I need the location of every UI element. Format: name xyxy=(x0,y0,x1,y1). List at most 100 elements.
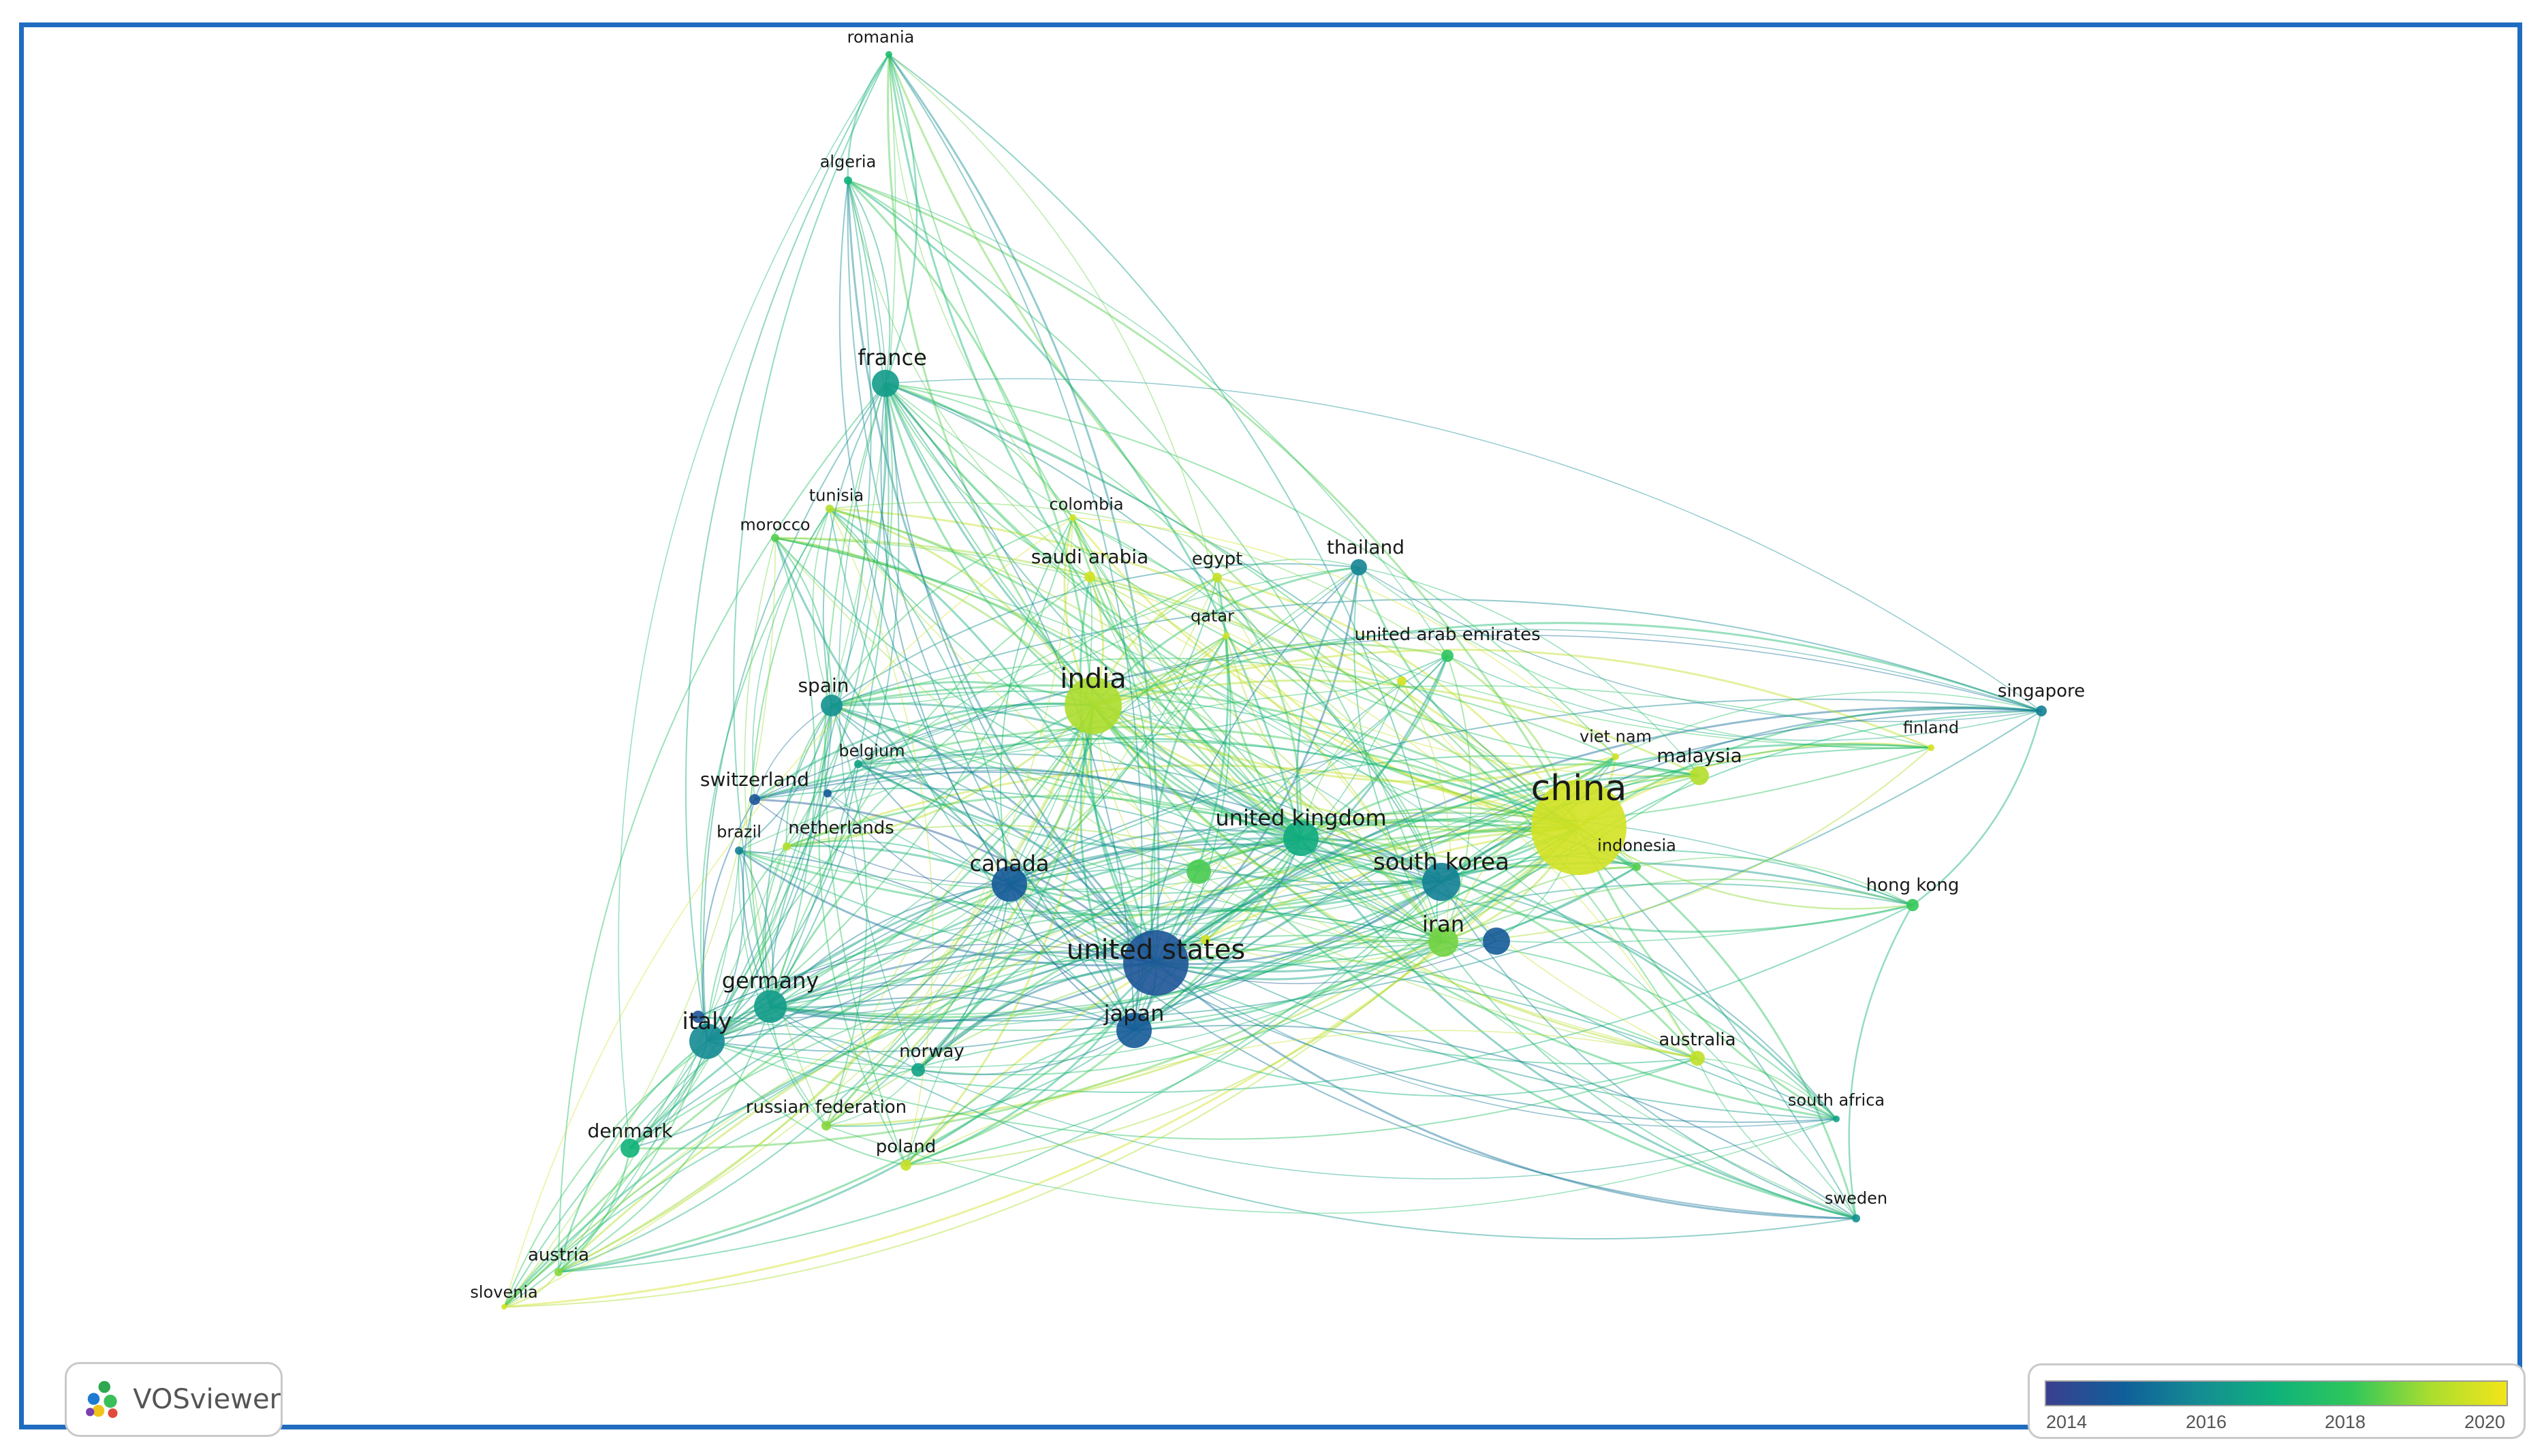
node-algeria[interactable] xyxy=(844,176,852,185)
node-saudi-arabia[interactable] xyxy=(1084,571,1095,582)
link-china-norway xyxy=(917,826,1580,1071)
link-egypt-australia xyxy=(1216,577,1698,1059)
link-united_kingdom-italy xyxy=(706,837,1302,1043)
link-italy-tunisia xyxy=(700,508,830,1042)
link-thailand-egypt xyxy=(1216,558,1360,578)
node-australia[interactable] xyxy=(1690,1051,1705,1066)
node-united-kingdom[interactable] xyxy=(1283,821,1319,856)
node-brazil[interactable] xyxy=(735,846,743,855)
node-switzerland[interactable] xyxy=(749,794,760,805)
node-spain[interactable] xyxy=(821,695,843,716)
node-austria[interactable] xyxy=(554,1268,563,1276)
node-finland[interactable] xyxy=(1928,744,1934,751)
link-india-poland xyxy=(905,705,1095,1167)
link-germany-south_korea xyxy=(770,881,1442,1022)
node-tunisia[interactable] xyxy=(826,505,834,513)
link-germany-spain xyxy=(764,705,832,1007)
node-morocco[interactable] xyxy=(771,534,779,542)
node-germany[interactable] xyxy=(754,990,787,1023)
link-india-france xyxy=(884,383,1094,707)
node-sweden[interactable] xyxy=(1852,1214,1860,1222)
node-romania[interactable] xyxy=(885,51,892,58)
node-hong-kong[interactable] xyxy=(1906,899,1919,911)
node-thailand[interactable] xyxy=(1351,559,1367,575)
node-south-africa[interactable] xyxy=(1833,1115,1840,1122)
link-china-germany xyxy=(770,826,1580,1019)
link-japan-tunisia xyxy=(829,508,1135,1031)
link-italy-switzerland xyxy=(702,799,755,1042)
link-south_korea-slovenia xyxy=(503,881,1442,1308)
node-france[interactable] xyxy=(872,370,899,397)
node-india[interactable] xyxy=(1065,677,1122,734)
link-malaysia-thailand xyxy=(1358,567,1700,776)
link-belgium-qatar xyxy=(858,635,1227,765)
label-united-kingdom: united kingdom xyxy=(1215,805,1386,831)
link-china-canada xyxy=(1009,826,1580,912)
link-india-uae xyxy=(1093,643,1448,707)
legend-tick-2014: 2014 xyxy=(2045,1412,2088,1432)
link-france-viet_nam xyxy=(885,383,1616,757)
link-italy-slovenia xyxy=(503,1041,708,1308)
link-india-finland xyxy=(1093,648,1932,749)
link-hong_kong-singapore xyxy=(1912,710,2043,906)
node-south-korea[interactable] xyxy=(1422,863,1460,901)
node-unlabeled-4[interactable] xyxy=(823,789,832,797)
node-iran[interactable] xyxy=(1428,927,1458,957)
link-iran-switzerland xyxy=(754,787,1444,943)
link-india-tunisia xyxy=(829,507,1095,706)
link-south_korea-morocco xyxy=(774,537,1442,883)
link-italy-poland xyxy=(706,1041,907,1166)
link-united_kingdom-germany xyxy=(770,837,1302,1009)
link-united_kingdom-australia xyxy=(1300,837,1699,1059)
link-germany-austria xyxy=(558,1006,771,1273)
link-india-viet_nam xyxy=(1093,704,1616,783)
node-belgium[interactable] xyxy=(854,760,862,768)
link-japan-russian_federation xyxy=(826,1030,1135,1127)
label-brazil: brazil xyxy=(717,822,761,841)
node-unlabeled-5[interactable] xyxy=(692,1011,704,1023)
node-slovenia[interactable] xyxy=(501,1304,507,1310)
node-unlabeled-3[interactable] xyxy=(1397,676,1407,686)
node-unlabeled-2[interactable] xyxy=(1201,935,1210,945)
node-china[interactable] xyxy=(1531,780,1627,875)
link-germany-algeria xyxy=(770,180,890,1007)
label-indonesia: indonesia xyxy=(1597,836,1676,855)
link-china-belgium xyxy=(858,726,1580,829)
link-china-austria xyxy=(557,826,1580,1273)
node-unlabeled-1[interactable] xyxy=(1483,928,1510,955)
link-united_kingdom-india xyxy=(1092,705,1302,840)
node-uae[interactable] xyxy=(1441,650,1454,662)
node-egypt[interactable] xyxy=(1212,573,1222,582)
node-denmark[interactable] xyxy=(621,1139,640,1158)
link-india-slovenia xyxy=(503,705,1094,1308)
node-japan[interactable] xyxy=(1116,1013,1152,1048)
vosviewer-badge[interactable]: VOSviewer xyxy=(65,1362,283,1437)
node-colombia[interactable] xyxy=(1069,514,1076,521)
node-viet-nam[interactable] xyxy=(1612,753,1619,760)
link-canada-austria xyxy=(558,883,1010,1273)
node-poland[interactable] xyxy=(900,1160,911,1171)
link-india-singapore xyxy=(1093,622,2042,712)
node-russian-federation[interactable] xyxy=(821,1121,831,1130)
node-canada[interactable] xyxy=(992,866,1027,902)
link-unlabeled-2-india xyxy=(1093,705,1206,940)
link-china-france xyxy=(884,383,1580,829)
node-indonesia[interactable] xyxy=(1633,863,1641,871)
link-france-canada xyxy=(880,383,1010,885)
node-unlabeled-0[interactable] xyxy=(1187,859,1211,884)
node-united-states[interactable] xyxy=(1123,930,1189,996)
node-netherlands[interactable] xyxy=(783,842,791,851)
link-iran-italy xyxy=(706,941,1444,1068)
link-india-sweden xyxy=(1092,705,1857,1220)
node-italy[interactable] xyxy=(689,1024,725,1059)
link-south_korea-tunisia xyxy=(829,508,1442,883)
link-united_kingdom-japan xyxy=(1133,838,1302,1032)
node-norway[interactable] xyxy=(911,1063,925,1077)
node-qatar[interactable] xyxy=(1223,633,1229,639)
link-south_korea-qatar xyxy=(1225,635,1442,883)
link-japan-sweden xyxy=(1133,1024,1857,1219)
link-egypt-spain xyxy=(831,577,1218,707)
node-malaysia[interactable] xyxy=(1690,766,1709,785)
node-singapore[interactable] xyxy=(2036,706,2047,716)
